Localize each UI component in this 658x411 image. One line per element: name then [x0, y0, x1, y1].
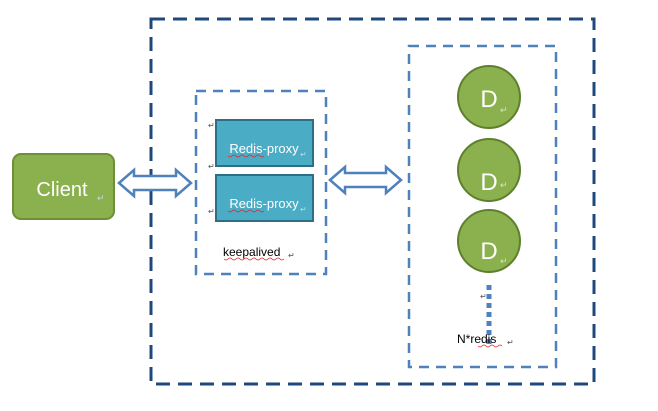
return-mark-icon: ↵ — [300, 150, 307, 159]
return-mark-icon: ↵ — [208, 207, 215, 216]
return-mark-icon: ↵ — [288, 251, 295, 260]
redis-node-2: D ↵ — [457, 138, 521, 202]
return-mark-icon: ↵ — [208, 162, 215, 171]
outer-container — [149, 17, 596, 386]
keepalived-label: keepalived — [223, 245, 280, 259]
client-node: Client ↵ — [12, 153, 115, 220]
return-mark-icon: ↵ — [500, 180, 508, 190]
spellcheck-squiggle — [227, 154, 265, 158]
return-mark-icon: ↵ — [480, 292, 487, 301]
n-redis-label: N*redis — [457, 332, 496, 346]
double-arrow-client-proxy — [117, 167, 193, 199]
redis-node-3: D ↵ — [457, 209, 521, 273]
client-label: Client — [36, 179, 88, 201]
redis-proxy-label: Redis-proxy — [229, 141, 299, 156]
return-mark-icon: ↵ — [97, 193, 105, 203]
redis-node-label: D — [480, 238, 497, 265]
return-mark-icon: ↵ — [500, 105, 508, 115]
redis-proxy-1: ↵ Redis-proxy ↵ — [208, 119, 314, 167]
spellcheck-squiggle — [223, 257, 285, 261]
redis-proxy-2: Redis-proxy ↵ — [215, 174, 314, 222]
redis-node-1: D ↵ — [457, 65, 521, 129]
proxy-group-box — [194, 89, 328, 276]
redis-proxy-label: Redis-proxy — [229, 196, 299, 211]
redis-group-box — [407, 44, 558, 369]
return-mark-icon: ↵ — [208, 121, 215, 130]
return-mark-icon: ↵ — [507, 338, 514, 347]
return-mark-icon: ↵ — [500, 256, 508, 266]
redis-node-label: D — [480, 86, 497, 113]
double-arrow-proxy-redis — [328, 164, 403, 196]
return-mark-icon: ↵ — [300, 205, 307, 214]
spellcheck-squiggle — [477, 344, 503, 348]
redis-node-label: D — [480, 169, 497, 196]
spellcheck-squiggle — [227, 209, 265, 213]
